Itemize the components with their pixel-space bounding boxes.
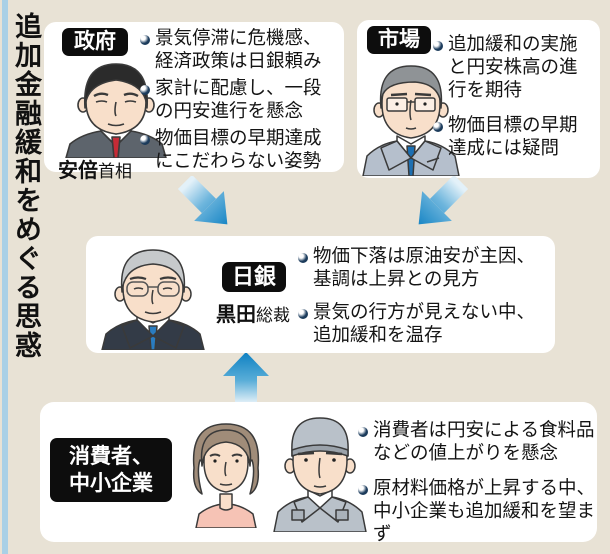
list-item: 景気停滞に危機感、 経済政策は日銀頼み	[140, 28, 340, 74]
consumers-bullet-list: 消費者は円安による食料品 などの値上がりを懸念 原材料価格が上昇する中、 中小企…	[358, 420, 596, 547]
list-item: 家計に配慮し、一段 の円安進行を懸念	[140, 78, 340, 124]
label-market: 市場	[367, 26, 431, 54]
bullet-dot-icon	[140, 35, 150, 45]
bullet-dot-icon	[358, 485, 368, 495]
person-name-abe: 安倍首相	[58, 160, 132, 182]
page-title: 追加金融緩和をめぐる思惑	[11, 12, 41, 360]
list-item: 追加緩和の実施 と円安株高の進 行を期待	[433, 34, 593, 103]
card-government: 政府	[44, 22, 344, 182]
bullet-dot-icon	[298, 253, 308, 263]
abe-portrait-icon	[56, 58, 178, 158]
worker-portrait-icon	[268, 410, 372, 532]
government-bullet-list: 景気停滞に危機感、 経済政策は日銀頼み 家計に配慮し、一段 の円安進行を懸念 物…	[140, 28, 340, 174]
card-consumers: 消費者、 中小企業	[40, 402, 597, 545]
label-government: 政府	[62, 28, 128, 56]
arrow-market-to-boj	[396, 176, 478, 238]
list-item: 物価下落は原油安が主因、 基調は上昇との見方	[298, 246, 550, 292]
label-boj: 日銀	[222, 262, 286, 292]
card-boj: 日銀 黒田総裁 物価下落は原油安が主因、 基調は上昇との見方 景気の行方が見えな…	[86, 236, 555, 353]
bullet-dot-icon	[358, 427, 368, 437]
list-item: 消費者は円安による食料品 などの値上がりを懸念	[358, 420, 596, 466]
list-item: 景気の行方が見えない中、 追加緩和を温存	[298, 302, 550, 348]
bullet-dot-icon	[140, 135, 150, 145]
list-item: 物価目標の早期 達成には疑問	[433, 115, 593, 161]
person-name-kuroda: 黒田総裁	[216, 304, 290, 326]
list-item: 物価目標の早期達成 にこだわらない姿勢	[140, 128, 340, 174]
woman-portrait-icon	[182, 416, 270, 528]
boj-bullet-list: 物価下落は原油安が主因、 基調は上昇との見方 景気の行方が見えない中、 追加緩和…	[298, 246, 550, 348]
arrow-government-to-boj	[168, 176, 250, 238]
bullet-dot-icon	[433, 122, 443, 132]
market-bullet-list: 追加緩和の実施 と円安株高の進 行を期待 物価目標の早期 達成には疑問	[433, 34, 593, 161]
left-accent-rule	[2, 0, 8, 554]
kuroda-portrait-icon	[94, 242, 214, 350]
list-item: 原材料価格が上昇する中、 中小企業も追加緩和を望まず	[358, 478, 596, 547]
businessman-portrait-icon	[359, 54, 463, 176]
bullet-dot-icon	[298, 309, 308, 319]
bullet-dot-icon	[140, 85, 150, 95]
arrow-consumers-to-boj	[217, 352, 275, 404]
bullet-dot-icon	[433, 41, 443, 51]
card-market: 市場	[357, 20, 600, 178]
label-consumers: 消費者、 中小企業	[50, 438, 172, 502]
